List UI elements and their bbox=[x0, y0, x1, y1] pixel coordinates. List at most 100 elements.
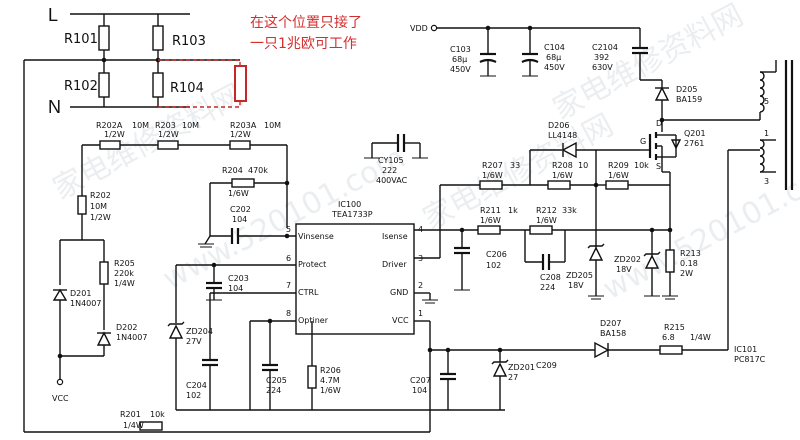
svg-text:400VAC: 400VAC bbox=[376, 176, 408, 185]
svg-text:27V: 27V bbox=[186, 337, 202, 346]
svg-text:R202A: R202A bbox=[96, 121, 123, 130]
svg-text:2W: 2W bbox=[680, 269, 693, 278]
svg-text:C103: C103 bbox=[450, 45, 471, 54]
svg-text:C2104: C2104 bbox=[592, 43, 618, 52]
annotation-line-2: 一只1兆欧可工作 bbox=[250, 36, 357, 52]
aux-diode-network: D201 1N4007 R205 220k 1/4W D202 1N4007 V… bbox=[52, 239, 147, 403]
svg-text:450V: 450V bbox=[450, 65, 471, 74]
svg-text:ZD202: ZD202 bbox=[614, 255, 641, 264]
svg-text:10: 10 bbox=[578, 161, 588, 170]
svg-text:BA158: BA158 bbox=[600, 329, 626, 338]
svg-text:IC101: IC101 bbox=[734, 345, 757, 354]
svg-text:Protect: Protect bbox=[298, 260, 326, 269]
bulk-capacitors: VDD C103 68μ 450V C104 68μ 450V C2104 39… bbox=[410, 24, 648, 80]
svg-text:1/4W: 1/4W bbox=[114, 279, 135, 288]
r104-label: R104 bbox=[170, 81, 204, 96]
svg-text:Optiner: Optiner bbox=[298, 316, 329, 325]
svg-text:GND: GND bbox=[390, 288, 408, 297]
svg-text:8: 8 bbox=[286, 309, 291, 318]
svg-text:R209: R209 bbox=[608, 161, 629, 170]
svg-text:1/2W: 1/2W bbox=[230, 130, 251, 139]
svg-text:C205: C205 bbox=[266, 376, 287, 385]
resistor-r101 bbox=[98, 25, 110, 51]
svg-text:6: 6 bbox=[286, 254, 291, 263]
svg-text:1: 1 bbox=[764, 129, 769, 138]
svg-text:R202: R202 bbox=[90, 191, 111, 200]
svg-text:1: 1 bbox=[418, 309, 423, 318]
svg-text:7: 7 bbox=[286, 281, 291, 290]
watermark-5: 家电维修资料网 bbox=[547, 0, 749, 127]
svg-text:104: 104 bbox=[412, 386, 427, 395]
svg-text:0.18: 0.18 bbox=[680, 259, 698, 268]
svg-text:4.7M: 4.7M bbox=[320, 376, 340, 385]
svg-text:R207: R207 bbox=[482, 161, 503, 170]
svg-text:68μ: 68μ bbox=[546, 53, 561, 62]
svg-text:R203A: R203A bbox=[230, 121, 257, 130]
svg-text:220k: 220k bbox=[114, 269, 134, 278]
svg-text:10M: 10M bbox=[264, 121, 281, 130]
svg-text:1/6W: 1/6W bbox=[228, 189, 249, 198]
r101-label: R101 bbox=[64, 32, 98, 47]
svg-text:VCC: VCC bbox=[392, 316, 409, 325]
svg-text:18V: 18V bbox=[568, 281, 584, 290]
svg-text:2761: 2761 bbox=[684, 139, 704, 148]
svg-text:PC817C: PC817C bbox=[734, 355, 766, 364]
resistor-r102 bbox=[98, 72, 110, 98]
svg-text:1/4W: 1/4W bbox=[690, 333, 711, 342]
svg-text:BA159: BA159 bbox=[676, 95, 702, 104]
resistor-r104 bbox=[152, 72, 164, 98]
svg-text:5: 5 bbox=[764, 97, 769, 106]
svg-text:TEA1733P: TEA1733P bbox=[331, 210, 373, 219]
svg-text:10M: 10M bbox=[132, 121, 149, 130]
svg-text:C104: C104 bbox=[544, 43, 565, 52]
svg-text:Q201: Q201 bbox=[684, 129, 706, 138]
vinsense-network: R204 470k 1/6W C202 104 bbox=[198, 166, 297, 248]
svg-text:C203: C203 bbox=[228, 274, 249, 283]
svg-text:104: 104 bbox=[228, 284, 243, 293]
svg-text:18V: 18V bbox=[616, 265, 632, 274]
svg-text:2: 2 bbox=[418, 281, 423, 290]
added-1meg-resistor bbox=[234, 65, 247, 102]
svg-text:224: 224 bbox=[540, 283, 555, 292]
svg-text:1/2W: 1/2W bbox=[158, 130, 179, 139]
svg-text:CY105: CY105 bbox=[378, 156, 404, 165]
watermark-1: 家电维修资料网 bbox=[47, 78, 249, 207]
svg-text:D205: D205 bbox=[676, 85, 697, 94]
svg-text:1N4007: 1N4007 bbox=[70, 299, 101, 308]
svg-text:10M: 10M bbox=[182, 121, 199, 130]
svg-text:1/6W: 1/6W bbox=[552, 171, 573, 180]
svg-text:R208: R208 bbox=[552, 161, 573, 170]
svg-text:1/6W: 1/6W bbox=[536, 216, 557, 225]
svg-text:1/6W: 1/6W bbox=[482, 171, 503, 180]
vcc-supply-network: C207 104 ZD201 27 C209 D207 BA158 R215 6… bbox=[410, 150, 766, 432]
svg-text:1k: 1k bbox=[508, 206, 518, 215]
svg-text:IC100: IC100 bbox=[338, 200, 361, 209]
svg-text:1/6W: 1/6W bbox=[480, 216, 501, 225]
svg-text:5: 5 bbox=[286, 225, 291, 234]
r201: R201 10k 1/4W bbox=[120, 410, 165, 431]
svg-text:R206: R206 bbox=[320, 366, 341, 375]
svg-text:Vinsense: Vinsense bbox=[298, 232, 334, 241]
svg-text:D201: D201 bbox=[70, 289, 91, 298]
svg-text:C208: C208 bbox=[540, 273, 561, 282]
svg-text:D207: D207 bbox=[600, 319, 621, 328]
svg-text:450V: 450V bbox=[544, 63, 565, 72]
watermark-3: 家电维修资料网 bbox=[417, 108, 619, 237]
svg-text:VDD: VDD bbox=[410, 24, 428, 33]
svg-text:R211: R211 bbox=[480, 206, 501, 215]
svg-text:104: 104 bbox=[232, 215, 247, 224]
svg-text:R215: R215 bbox=[664, 323, 685, 332]
svg-text:10k: 10k bbox=[150, 410, 165, 419]
mains-l-label: L bbox=[48, 5, 58, 25]
resistor-r103 bbox=[152, 25, 164, 51]
svg-text:102: 102 bbox=[486, 261, 501, 270]
svg-text:C207: C207 bbox=[410, 376, 431, 385]
svg-text:470k: 470k bbox=[248, 166, 268, 175]
svg-text:222: 222 bbox=[382, 166, 397, 175]
svg-text:R204: R204 bbox=[222, 166, 243, 175]
svg-text:ZD204: ZD204 bbox=[186, 327, 213, 336]
svg-text:10M: 10M bbox=[90, 202, 107, 211]
svg-text:Isense: Isense bbox=[382, 232, 408, 241]
svg-text:R201: R201 bbox=[120, 410, 141, 419]
svg-text:224: 224 bbox=[266, 386, 281, 395]
